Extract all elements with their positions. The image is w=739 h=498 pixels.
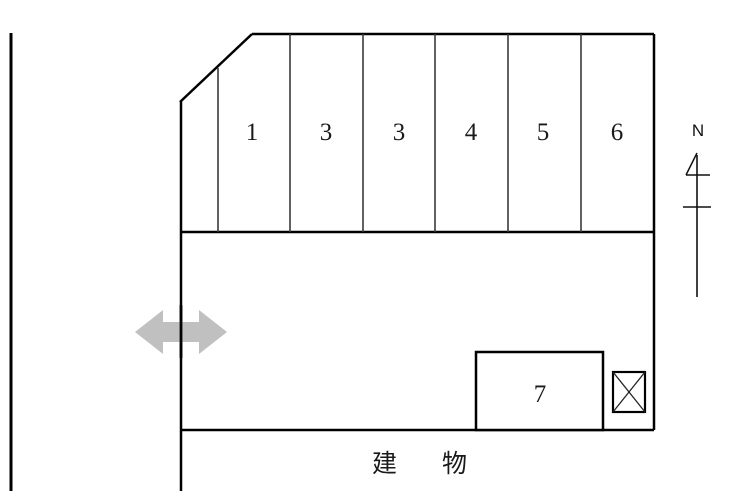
building-caption: 建 物 [372, 450, 477, 478]
compass-north-letter: N [692, 121, 704, 140]
stall-label-4: 4 [465, 119, 478, 146]
compass-arrowhead-left [685, 152, 698, 176]
stall-label-6: 6 [611, 119, 624, 146]
crossed-box-diagonal-b [612, 371, 646, 413]
stall-label-3: 3 [393, 119, 406, 146]
north-compass-icon: N [683, 121, 711, 297]
stall-7-box [474, 350, 605, 432]
stall-label-2: 3 [320, 119, 333, 146]
stall-label-5: 5 [537, 119, 550, 146]
stall-label-1: 1 [246, 119, 259, 146]
lot-corner-chamfer-edge [179, 33, 253, 103]
stall-label-7: 7 [534, 381, 547, 408]
